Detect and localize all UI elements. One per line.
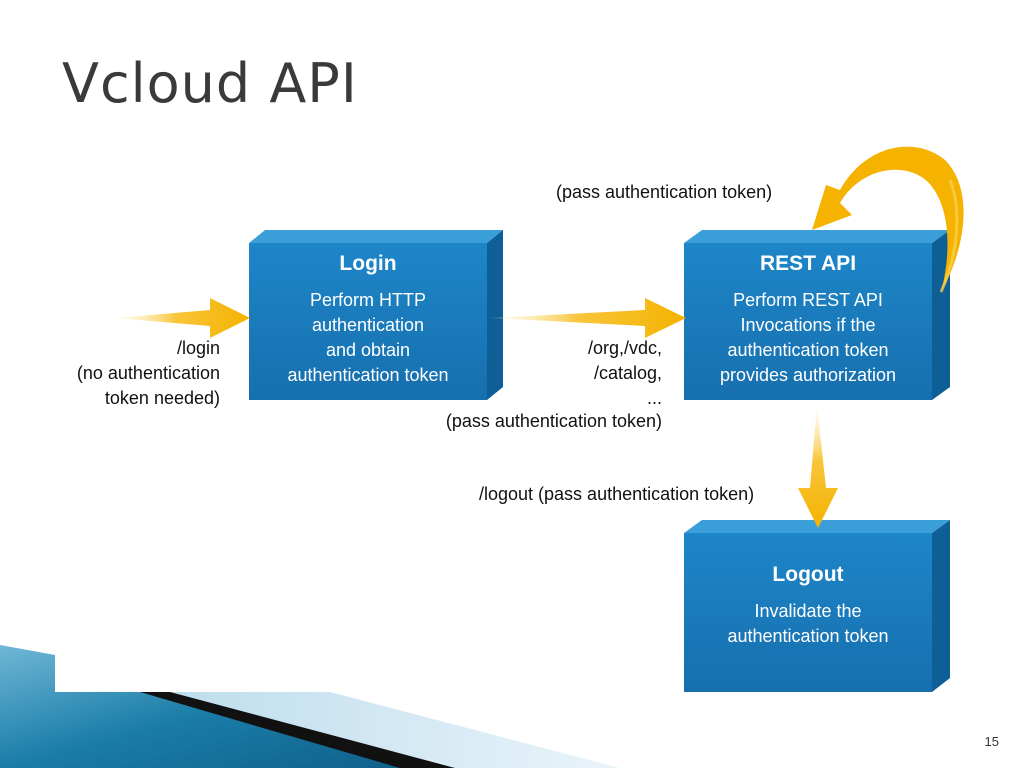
rest-request-label: /org,/vdc, /catalog, ... — [500, 336, 662, 411]
login-line: Perform HTTP — [309, 290, 426, 310]
label-line: ... — [646, 388, 662, 408]
rest-api-line: Invocations if the — [740, 315, 876, 335]
logout-description: Invalidate the authentication token — [684, 599, 932, 649]
login-line: and obtain — [325, 340, 411, 360]
arrow-down-icon — [798, 405, 838, 528]
logout-line: authentication token — [727, 626, 889, 646]
rest-api-title: REST API — [759, 252, 857, 275]
rest-token-label: (pass authentication token) — [445, 411, 662, 431]
login-title: Login — [339, 252, 397, 275]
arrow-right-icon — [115, 298, 250, 338]
logout-box-text: Logout Invalidate the authentication tok… — [684, 563, 932, 649]
label-line: /catalog, — [593, 363, 662, 383]
login-box-text: Login Perform HTTP authentication and ob… — [249, 252, 487, 388]
rest-api-line: provides authorization — [719, 365, 897, 385]
logout-line: Invalidate the — [754, 601, 862, 621]
login-description: Perform HTTP authentication and obtain a… — [249, 288, 487, 388]
page-number: 15 — [984, 734, 999, 749]
rest-api-line: Perform REST API — [733, 290, 883, 310]
logout-box — [684, 520, 950, 692]
label-line: /login — [176, 338, 220, 358]
rest-api-box — [684, 230, 950, 400]
login-line: authentication — [311, 315, 425, 335]
rest-api-line: authentication token — [727, 340, 889, 360]
rest-api-box-text: REST API Perform REST API Invocations if… — [684, 252, 932, 388]
curved-loop-arrow-icon — [812, 146, 964, 293]
logout-request-label: /logout (pass authentication token) — [479, 484, 755, 504]
label-line: /org,/vdc, — [587, 338, 662, 358]
label-line: token needed) — [104, 388, 220, 408]
slide-title: Vcloud API — [62, 52, 358, 115]
rest-api-description: Perform REST API Invocations if the auth… — [684, 288, 932, 388]
login-request-label: /login (no authentication token needed) — [30, 336, 220, 411]
login-box — [249, 230, 503, 400]
loop-token-label: (pass authentication token) — [556, 182, 773, 202]
label-line: (no authentication — [76, 363, 220, 383]
login-line: authentication token — [287, 365, 449, 385]
logout-title: Logout — [772, 563, 844, 586]
arrow-right-icon — [490, 298, 686, 338]
